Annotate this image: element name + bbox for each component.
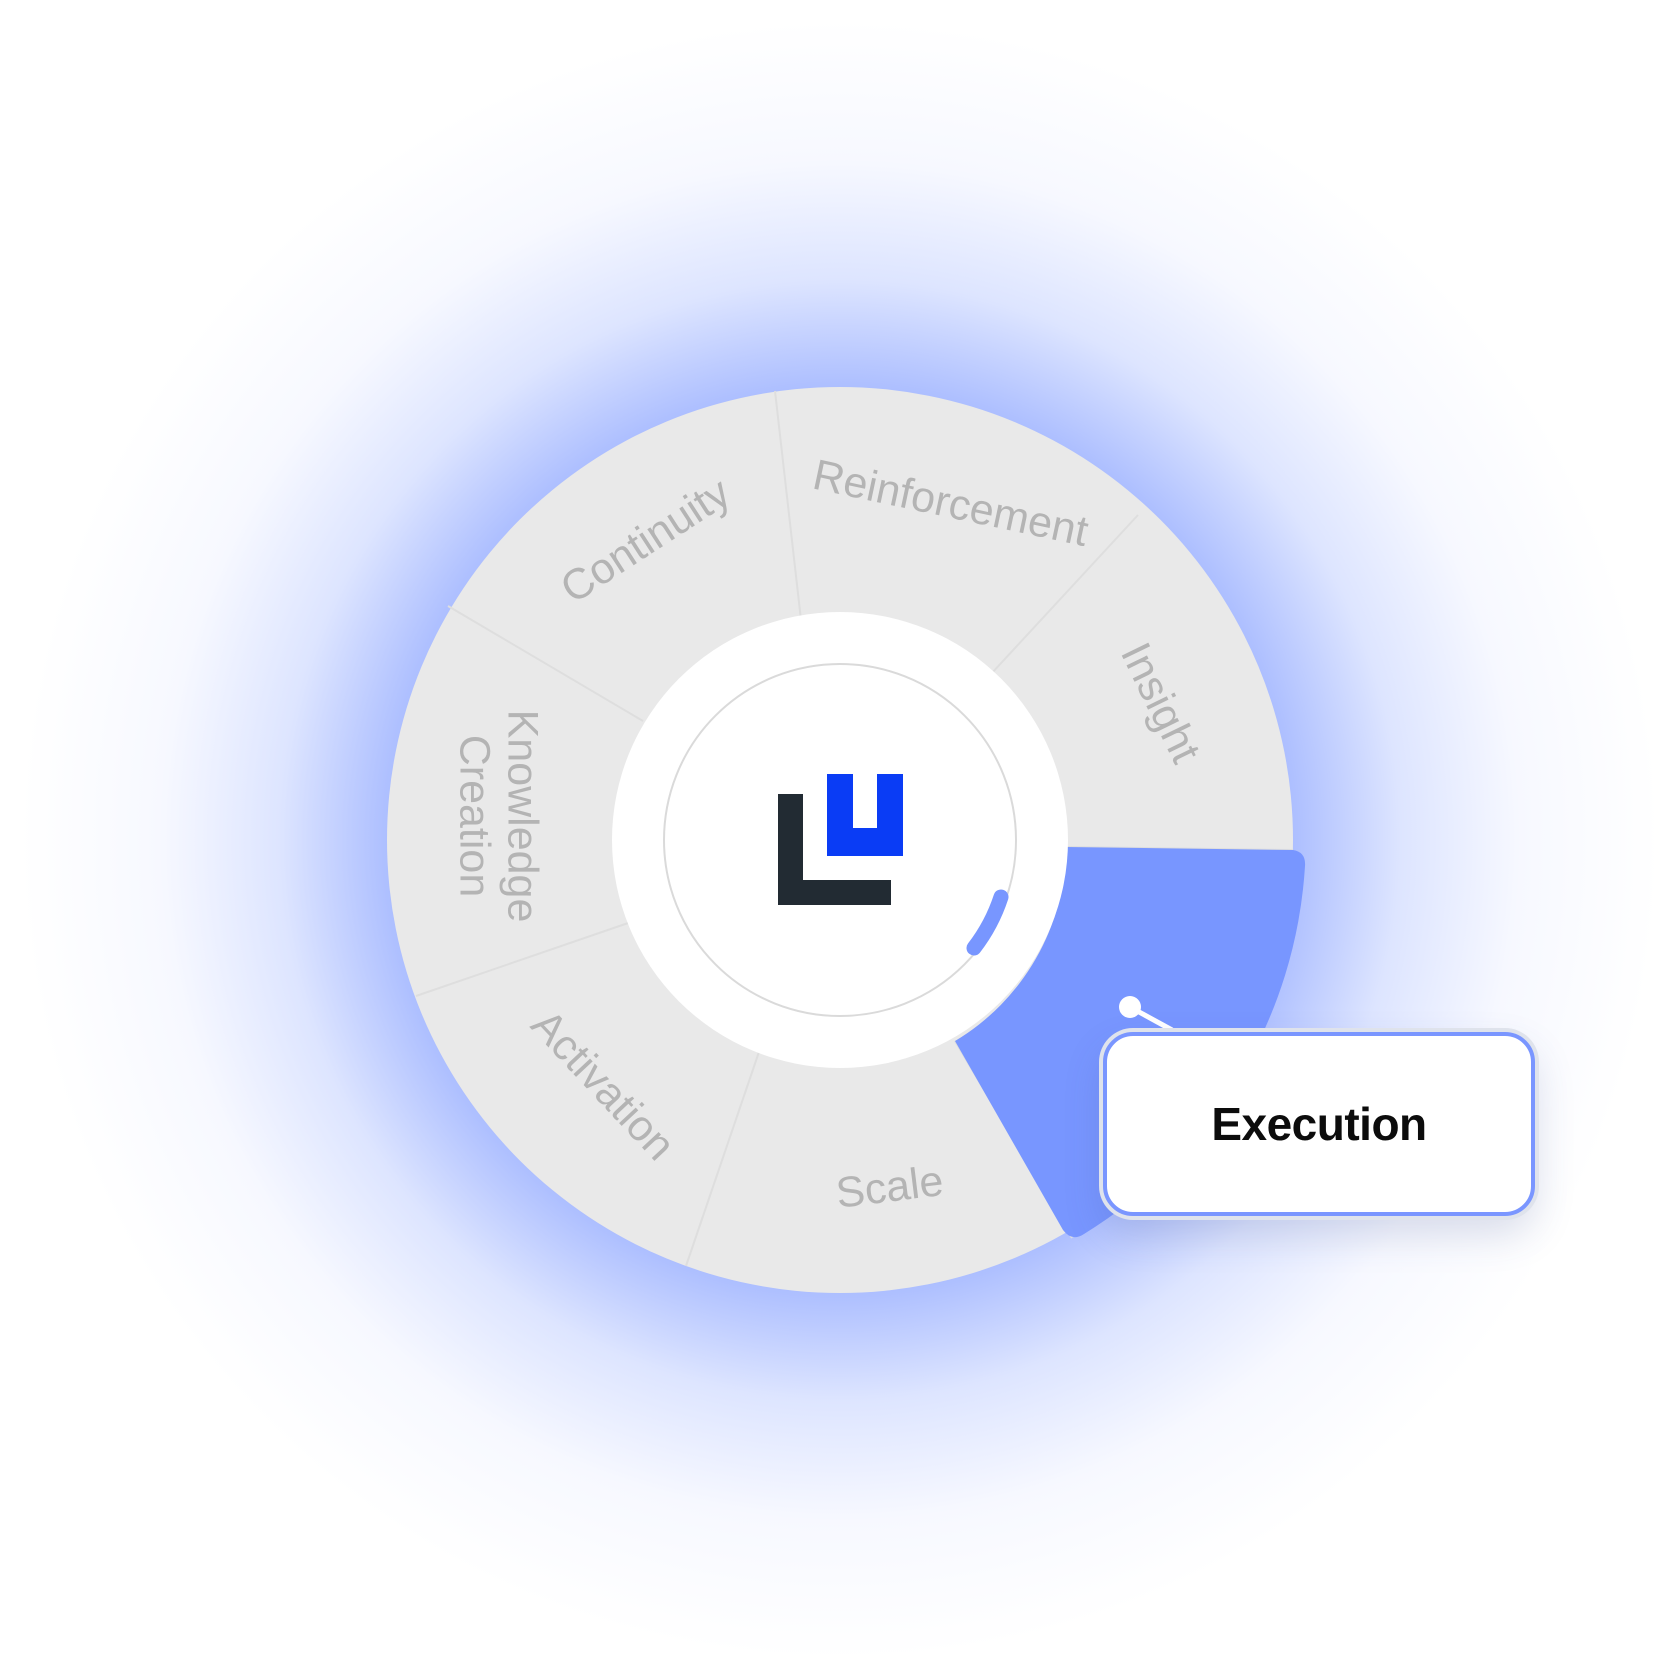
progress-track [663, 663, 1017, 1017]
segment-label-knowledge: Knowledge [499, 710, 547, 923]
segment-label-creation: Creation [451, 735, 499, 898]
progress-arc [966, 889, 1009, 956]
execution-callout: Execution [1103, 1032, 1535, 1216]
callout-label: Execution [1211, 1098, 1427, 1150]
brand-logo-icon [778, 774, 903, 905]
callout-connector [1119, 996, 1174, 1033]
